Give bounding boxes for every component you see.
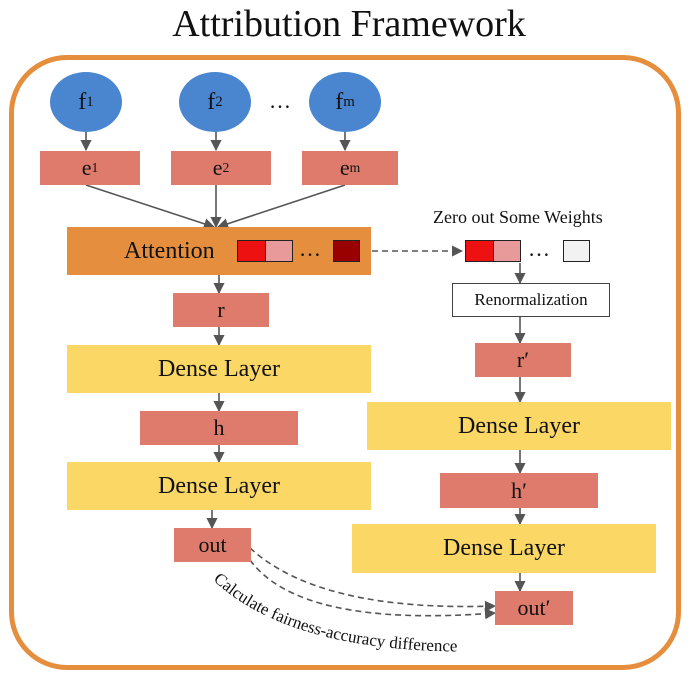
hidden-h: h (140, 411, 298, 445)
feature-ellipsis: … (269, 88, 292, 113)
dense-layer-2: Dense Layer (67, 462, 371, 510)
output-out-prime: out′ (495, 591, 573, 625)
attention-weight-m (333, 240, 360, 262)
zeroed-weights-ellipsis: … (528, 236, 551, 261)
dense-layer-1: Dense Layer (67, 345, 371, 393)
dense-layer-2-prime: Dense Layer (352, 524, 656, 573)
representation-r: r (173, 293, 269, 327)
difference-label: Calculate fairness-accuracy difference (210, 569, 457, 656)
renormalization-box: Renormalization (452, 283, 610, 317)
attention-label: Attention (124, 237, 215, 264)
framework-frame (9, 55, 681, 670)
diagram-title: Attribution Framework (172, 3, 526, 45)
representation-r-prime: r′ (475, 343, 571, 377)
zeroed-weight-2 (493, 240, 521, 262)
difference-curve-upper (249, 547, 497, 612)
difference-curve-lower (249, 559, 497, 620)
attention-weights-ellipsis: … (299, 236, 322, 261)
attention-block: Attention (67, 227, 371, 275)
zero-out-label: Zero out Some Weights (433, 207, 603, 227)
arrow-em-attention (216, 184, 346, 230)
zeroed-weight-m (563, 240, 590, 262)
attention-weight-2 (265, 240, 293, 262)
hidden-h-prime: h′ (440, 473, 598, 508)
output-out: out (174, 528, 251, 562)
arrow-e1-attention (85, 184, 216, 230)
dense-layer-1-prime: Dense Layer (367, 402, 671, 450)
